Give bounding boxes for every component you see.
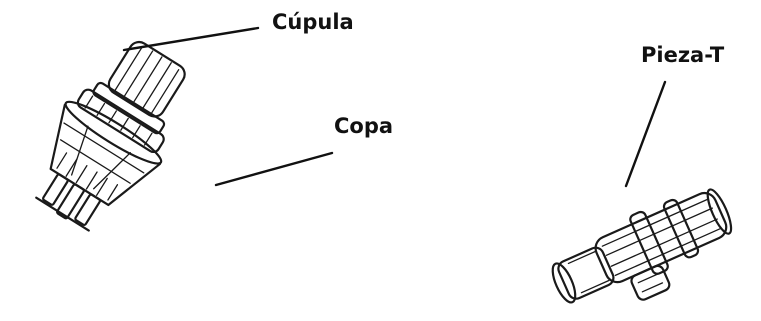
dome-part (76, 40, 186, 154)
leader-line-pieza-t (624, 80, 667, 188)
t-piece-part (551, 188, 733, 304)
leader-line-cupula (122, 26, 260, 52)
label-pieza-t: Pieza-T (641, 43, 725, 67)
cup-part (35, 100, 163, 232)
label-copa: Copa (334, 114, 393, 138)
nebulizer-cup-assembly (35, 40, 186, 232)
leader-line-copa (214, 151, 334, 187)
label-cupula: Cúpula (272, 10, 354, 34)
